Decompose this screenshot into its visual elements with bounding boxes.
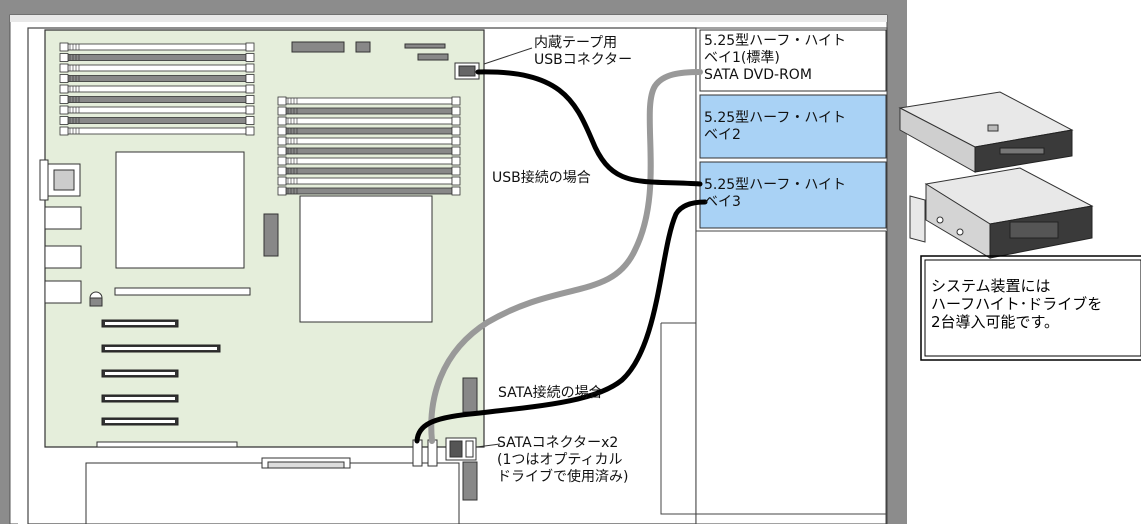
memory-slot (59, 116, 255, 125)
memory-slot (277, 96, 461, 106)
memory-slots-left (59, 42, 255, 136)
memory-slot (277, 146, 461, 156)
board-bottom-connectors (85, 441, 460, 524)
sata-connector-label-line1: SATAコネクターx2 (497, 435, 619, 451)
half-height-tape-drive-icon (898, 91, 1074, 173)
memory-slot (59, 95, 255, 104)
memory-slot (59, 42, 255, 52)
usb-connection-label: USB接続の場合 (492, 170, 591, 186)
sata-connector-label-line3: ドライブで使用済み) (497, 469, 629, 485)
sata-connector-label-line2: (1つはオプティカル (497, 452, 623, 468)
note-line2: ハーフハイト･ドライブを (931, 295, 1103, 313)
bay-3-box (699, 161, 887, 229)
bay-1-label-line2: ベイ1(標準) (704, 50, 780, 66)
board-connectors (412, 62, 480, 467)
sata-connection-label: SATA接続の場合 (498, 385, 603, 401)
pci-slots (101, 319, 221, 426)
memory-slot (277, 116, 461, 126)
memory-slots-right (277, 96, 461, 196)
bay-2-label-line1: 5.25型ハーフ・ハイト (704, 110, 847, 126)
note-line1: システム装置には (931, 277, 1051, 295)
pci-slot (101, 319, 179, 328)
bay-3-label-line1: 5.25型ハーフ・ハイト (704, 177, 847, 193)
memory-slot (59, 63, 255, 73)
memory-slot (277, 136, 461, 146)
bay-1-label-line3: SATA DVD-ROM (704, 67, 812, 83)
memory-slot (277, 106, 461, 116)
memory-slot (59, 84, 255, 94)
memory-slot (277, 156, 461, 166)
sata-cable-installed (428, 69, 703, 444)
bay-3-label-line2: ベイ3 (704, 194, 741, 210)
sata-connector-leader (476, 443, 501, 448)
sata-cable-option (414, 199, 708, 444)
memory-slot (59, 53, 255, 62)
note-box (920, 255, 1141, 361)
memory-slot (59, 126, 255, 136)
memory-slot (277, 166, 461, 176)
usb-connector-label-line1: 内蔵テープ用 (534, 35, 618, 51)
usb-connector-leader (483, 47, 533, 65)
bay-2-box (699, 94, 887, 159)
pci-slot (101, 344, 221, 353)
pci-slot (101, 417, 179, 426)
memory-slot (59, 105, 255, 115)
note-line3: 2台導入可能です。 (931, 313, 1060, 331)
usb-cable (475, 69, 703, 187)
rear-io-ports (39, 159, 251, 307)
memory-slot (277, 186, 461, 196)
bay-2-label-line2: ベイ2 (704, 127, 741, 143)
bay-1-box (699, 29, 887, 92)
bay-1-label-line1: 5.25型ハーフ・ハイト (704, 33, 847, 49)
memory-slot (277, 126, 461, 136)
memory-slot (59, 74, 255, 83)
pci-slot (101, 394, 179, 403)
pci-slot (101, 369, 179, 378)
rdx-drive-icon (909, 167, 1094, 259)
usb-connector-label-line2: USBコネクター (534, 52, 633, 68)
memory-slot (277, 176, 461, 186)
